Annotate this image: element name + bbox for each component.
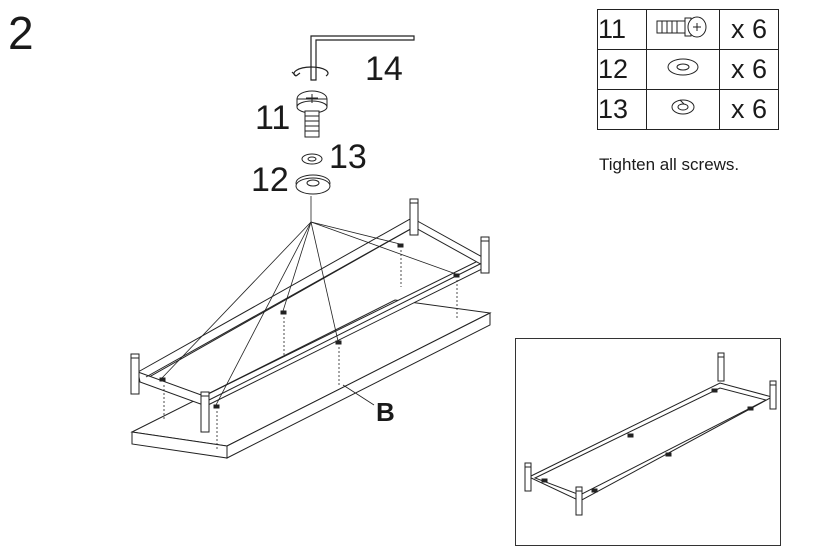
leg <box>409 198 419 236</box>
leg <box>130 353 140 395</box>
screw-icon <box>296 90 328 138</box>
lock-washer-icon <box>301 153 323 165</box>
assembled-frame-diagram <box>524 352 777 516</box>
step-number: 2 <box>8 7 34 59</box>
flat-washer-icon <box>295 174 331 195</box>
part-number: 13 <box>597 89 647 130</box>
result-inset <box>515 338 781 546</box>
part-quantity: x 6 <box>719 49 779 90</box>
part-number: 12 <box>597 49 647 90</box>
lock-washer-icon <box>671 99 695 115</box>
screw-icon <box>656 16 707 38</box>
board-b <box>130 299 492 459</box>
frame <box>130 198 490 433</box>
leg <box>480 236 490 274</box>
table-row: 13 x 6 <box>597 89 779 130</box>
table-row: 11 x 6 <box>597 9 779 50</box>
callout-washer: 12 <box>251 161 289 199</box>
callout-screw: 11 <box>255 99 291 137</box>
part-quantity: x 6 <box>719 9 779 50</box>
hex-key-icon <box>291 35 415 81</box>
parts-table: 11 x 6 12 <box>597 9 779 130</box>
table-row: 12 x 6 <box>597 49 779 90</box>
leg <box>200 391 210 433</box>
instruction-text: Tighten all screws. <box>599 155 740 174</box>
flat-washer-icon <box>667 58 699 76</box>
callout-hex-key: 14 <box>365 50 403 88</box>
guide-lines <box>161 196 458 450</box>
part-quantity: x 6 <box>719 89 779 130</box>
board-label: B <box>376 397 395 427</box>
part-number: 11 <box>597 9 647 50</box>
callout-lock-washer: 13 <box>329 138 367 176</box>
